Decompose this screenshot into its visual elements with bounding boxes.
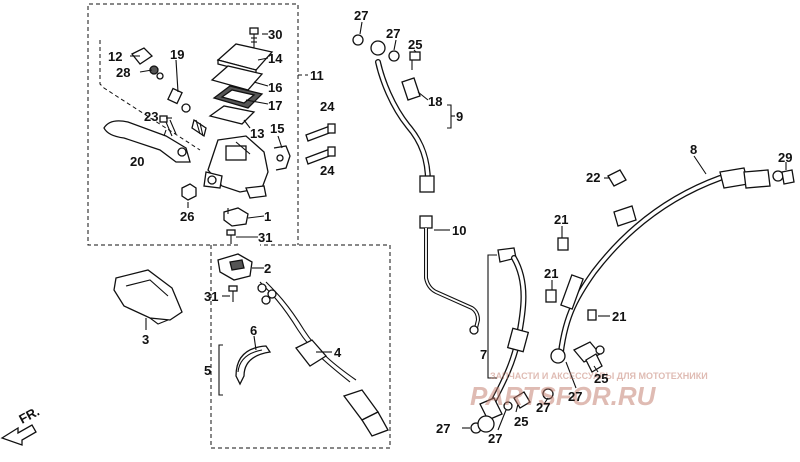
callout-14: 14 [268,51,283,66]
callout-13: 13 [250,126,264,141]
callout-22: 22 [586,170,600,185]
callout-25b: 25 [514,414,528,429]
hose-9-bracket [447,104,455,129]
front-direction-label: FR. [16,404,42,427]
bolt-25c [585,353,603,373]
callout-3: 3 [142,332,149,347]
callout-17: 17 [268,98,282,113]
switch-2 [217,253,253,281]
pivot-bolt-23 [159,115,177,137]
callout-27a: 27 [354,8,368,23]
boot-12 [130,47,164,80]
callout-8: 8 [690,142,697,157]
callout-10: 10 [452,223,466,238]
watermark-caption: ЗАПЧАСТИ И АКСЕССУАРЫ ДЛЯ МОТОТЕХНИКИ [490,371,708,381]
callout-24b: 24 [320,163,335,178]
callout-24a: 24 [320,99,335,114]
screw-31a [226,229,236,244]
front-direction-arrow [0,424,37,446]
callout-26: 26 [180,209,194,224]
callout-31b: 31 [204,289,218,304]
callout-5: 5 [204,363,211,378]
clip-6 [235,345,272,386]
leader-lines [130,21,787,431]
washer-27e [542,388,554,400]
callout-labels: 30 14 16 17 13 15 11 24 24 12 28 19 23 2… [16,8,792,446]
callout-30: 30 [268,27,282,42]
callout-21b: 21 [544,266,558,281]
callout-12: 12 [108,49,122,64]
callout-20: 20 [130,154,144,169]
callout-25c: 25 [594,371,608,386]
washer-27a [352,34,364,46]
nut-26 [181,183,197,201]
bolt-30 [249,27,259,48]
diaphragm-17 [212,85,264,109]
piston-19 [167,87,207,138]
callout-7: 7 [480,347,487,362]
banjo-18 [401,77,421,101]
clamp-15 [273,145,291,171]
callout-27b: 27 [386,26,400,41]
bracket-5 [218,344,223,396]
hose-8 [557,167,784,363]
callout-27c: 27 [436,421,450,436]
pipe-7-bracket [487,254,497,379]
switch-1 [223,207,249,227]
lever-subgroup-bracket [99,40,201,151]
joint-10 [419,215,433,229]
wire-harness-4 [257,281,389,437]
end-fitting-29 [781,169,795,185]
hose-9 [370,40,435,193]
hose-7 [479,247,530,421]
gasket-13 [208,105,256,125]
callout-1: 1 [264,209,271,224]
grommet-22 [607,169,627,187]
clamps-21 [545,237,597,321]
callout-21c: 21 [612,309,626,324]
brake-pipe [424,228,481,335]
callout-6: 6 [250,323,257,338]
bolts-24 [305,123,336,165]
callout-4: 4 [334,345,342,360]
callout-23: 23 [144,109,158,124]
switch-group-frame [210,244,391,449]
callout-2: 2 [264,261,271,276]
cover-3 [113,269,183,325]
callout-21a: 21 [554,212,568,227]
washer-27b [388,50,400,62]
callout-31a: 31 [258,230,272,245]
callout-11: 11 [310,68,324,83]
callout-29: 29 [778,150,792,165]
callout-25c-27: 27 [568,389,582,404]
plate-16 [210,65,264,91]
callout-27d: 27 [488,431,502,446]
brake-lever-20 [103,120,191,163]
callout-18: 18 [428,94,442,109]
watermark-logo: PARTSFOR.RU [470,381,657,411]
screw-31b [228,285,238,302]
callout-28: 28 [116,65,130,80]
master-cylinder-group-frame [87,3,308,246]
bolt-25a [409,51,421,70]
watermark: ЗАПЧАСТИ И АКСЕССУАРЫ ДЛЯ МОТОТЕХНИКИ PA… [470,371,708,411]
callout-15: 15 [270,121,284,136]
washer-27d [503,401,513,411]
banjo-lower [477,415,495,433]
callout-16: 16 [268,80,282,95]
callout-25a: 25 [408,37,422,52]
master-cylinder-body [203,135,269,199]
callout-19: 19 [170,47,184,62]
callout-9: 9 [456,109,463,124]
callout-27e: 27 [536,400,550,415]
